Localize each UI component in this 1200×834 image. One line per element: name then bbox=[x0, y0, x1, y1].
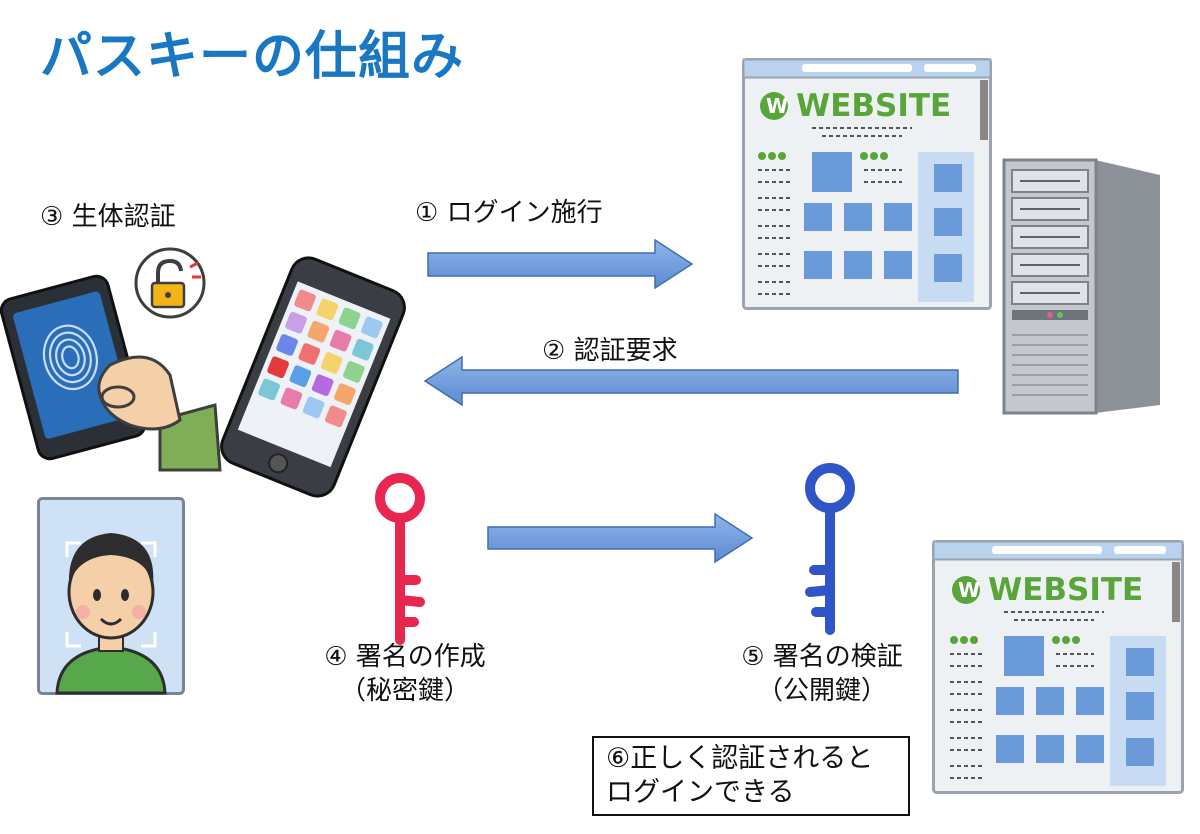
website-logo-mark: W bbox=[766, 94, 789, 118]
website-window-bottom: W WEBSITE bbox=[932, 540, 1184, 794]
step-login-attempt-label: ① ログイン施行 bbox=[415, 198, 603, 228]
login-success-note: ⑥正しく認証されると ログインできる bbox=[592, 736, 910, 816]
step-create-signature-line1: ④ 署名の作成 bbox=[324, 642, 486, 672]
step-create-signature-label: ④ 署名の作成 （秘密鍵） bbox=[305, 640, 505, 708]
smartphone-icon bbox=[220, 256, 406, 498]
public-key-icon bbox=[805, 463, 855, 635]
website-logo-mark: W bbox=[958, 578, 981, 602]
step-verify-signature-label: ⑤ 署名の検証 （公開鍵） bbox=[722, 640, 922, 708]
website-window-top: W WEBSITE bbox=[742, 58, 992, 310]
step-biometric-label: ③ 生体認証 bbox=[40, 202, 176, 232]
arrow-auth-request bbox=[423, 355, 959, 407]
website-logo-text: WEBSITE bbox=[796, 88, 952, 124]
step-verify-signature-line2: （公開鍵） bbox=[756, 676, 887, 706]
login-success-line2: ログインできる bbox=[606, 777, 795, 808]
step-auth-request-label: ② 認証要求 bbox=[542, 336, 678, 366]
arrow-signature bbox=[487, 512, 754, 564]
login-success-line1: ⑥正しく認証されると bbox=[606, 743, 874, 774]
step-verify-signature-line1: ⑤ 署名の検証 bbox=[741, 642, 903, 672]
website-logo-text: WEBSITE bbox=[988, 572, 1144, 608]
face-recognition-icon bbox=[37, 497, 185, 695]
fingerprint-phone-icon bbox=[0, 247, 222, 472]
arrow-login-attempt bbox=[427, 238, 694, 290]
server-icon bbox=[1002, 158, 1160, 415]
page-title: パスキーの仕組み bbox=[40, 27, 465, 87]
browser-window-icon bbox=[742, 58, 992, 310]
private-key-icon bbox=[375, 473, 425, 645]
step-create-signature-line2: （秘密鍵） bbox=[339, 676, 470, 706]
browser-window-icon bbox=[932, 540, 1184, 794]
